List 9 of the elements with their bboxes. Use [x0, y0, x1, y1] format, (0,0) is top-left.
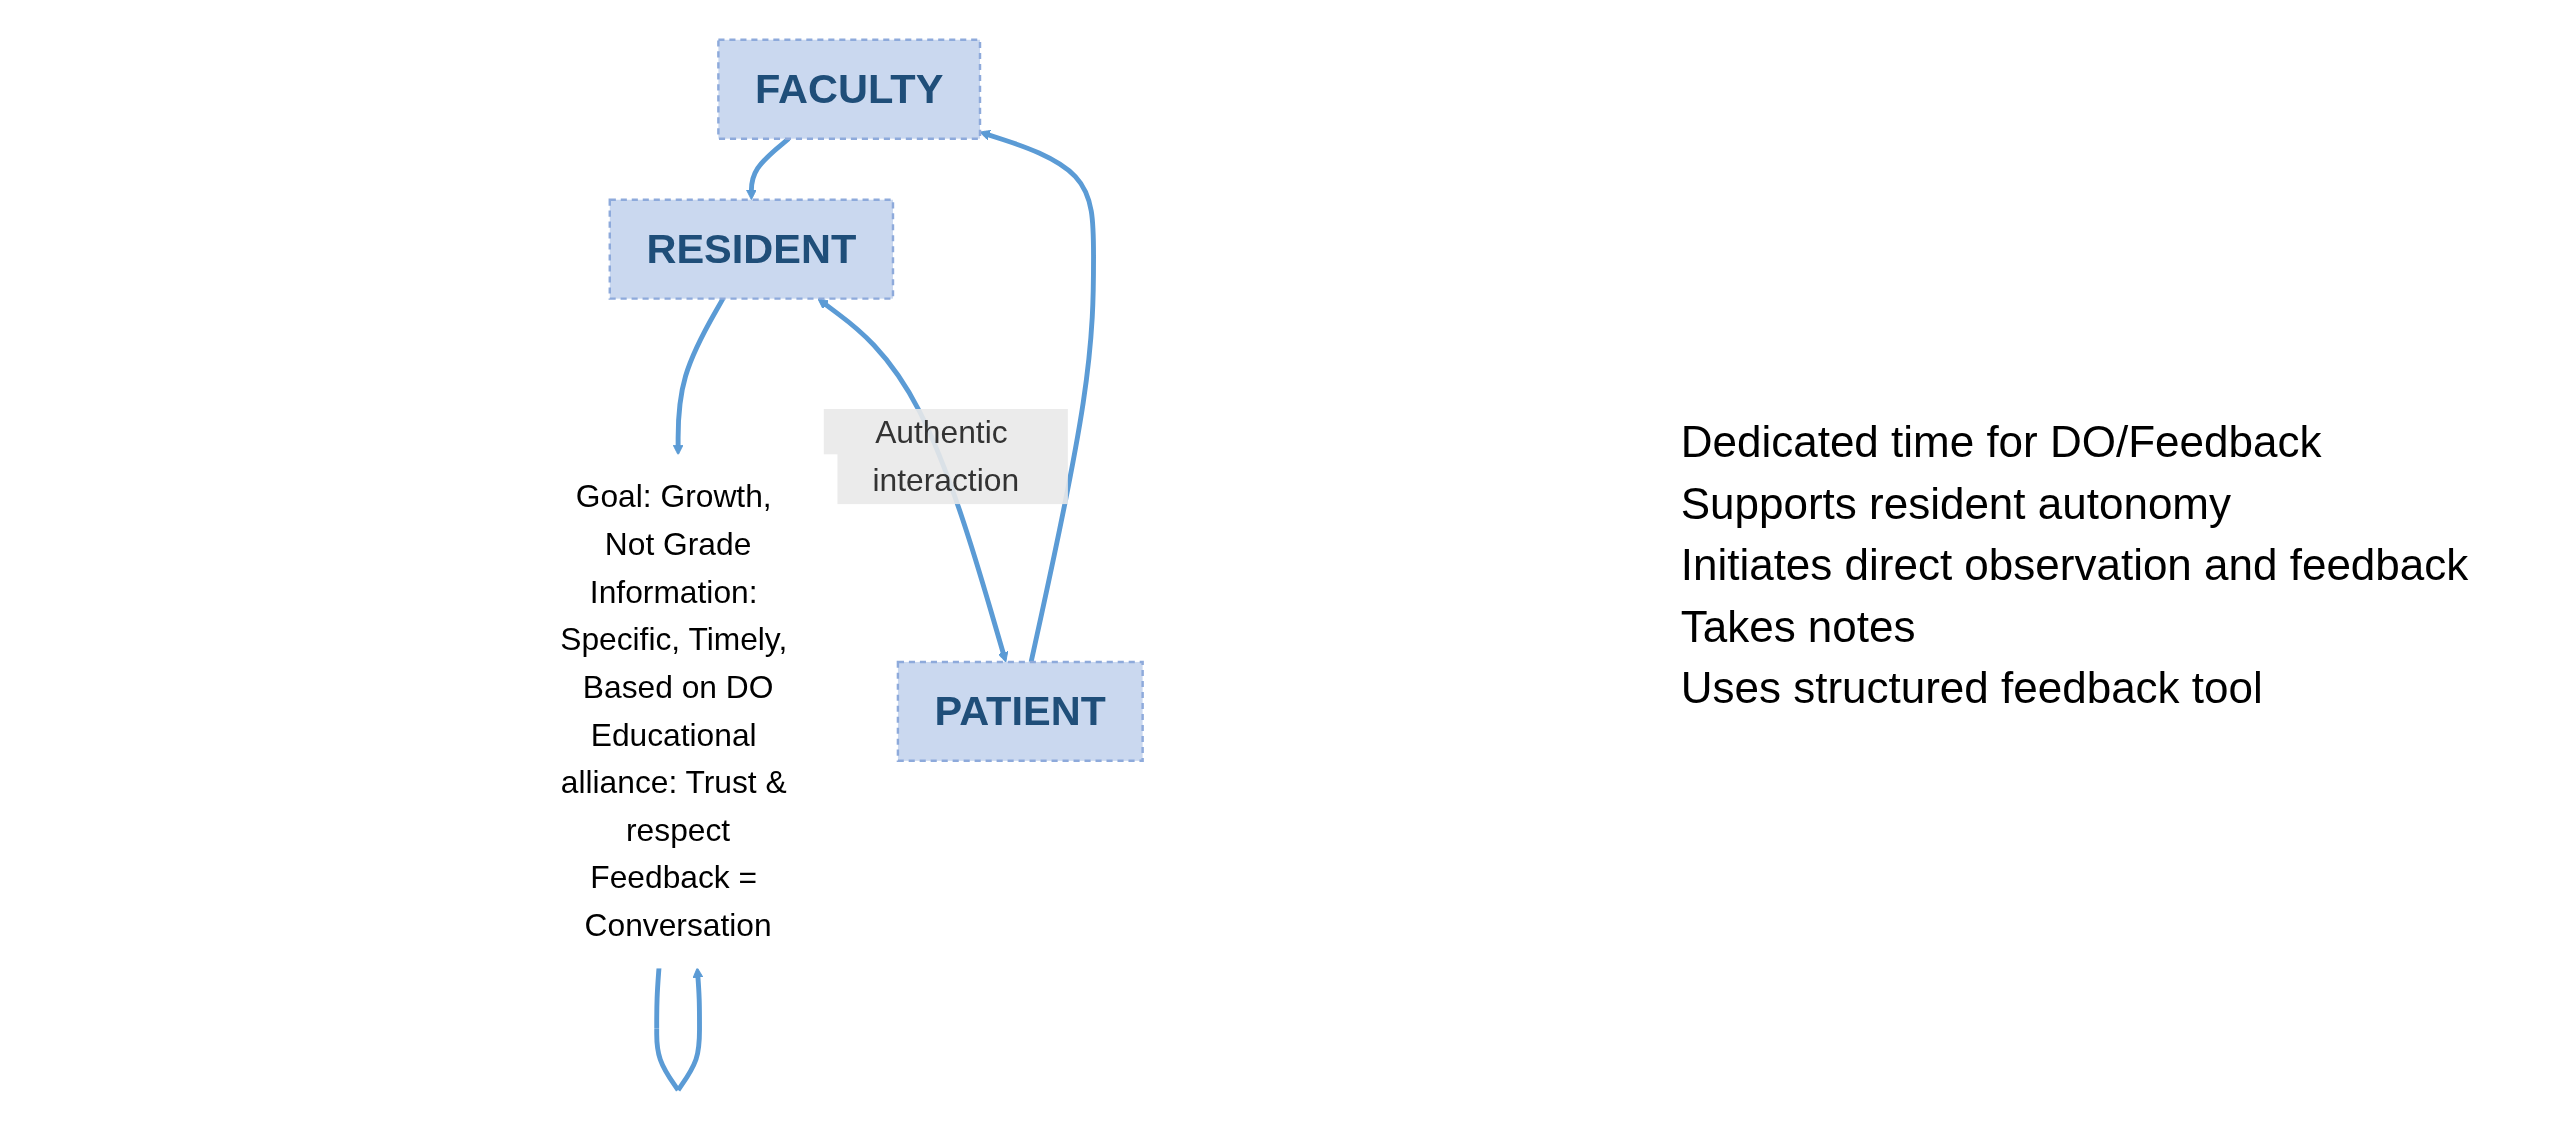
node-box: FACULTY [716, 38, 981, 140]
note-text: Supports resident autonomy [1680, 477, 2232, 530]
edge-label: Authentic interaction [872, 413, 1019, 499]
note-text: Uses structured feedback tool [1680, 662, 2264, 715]
node-box: PATIENT [896, 660, 1144, 763]
node-box: RESIDENT [608, 198, 894, 300]
note-text: Takes notes [1680, 600, 1917, 653]
note-text: Initiates direct observation and feedback [1680, 539, 2469, 592]
note-text: Dedicated time for DO/Feedback [1680, 416, 2323, 468]
